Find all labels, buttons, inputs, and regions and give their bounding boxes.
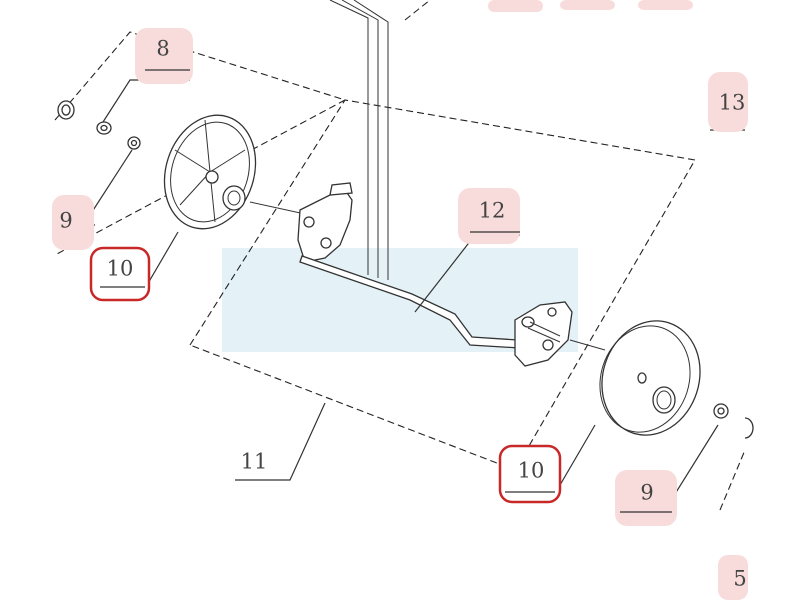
washer-part-9-left [127, 136, 141, 150]
callout-label-11: 11 [241, 450, 268, 474]
callout-label-8: 8 [156, 37, 169, 61]
assembly-outline-top [404, 0, 431, 21]
nut-part-right [744, 417, 754, 439]
callout-label-12: 12 [479, 199, 506, 223]
nut-part-left [57, 100, 75, 120]
frame-rails [329, 0, 389, 280]
wheel-part-10-left [163, 114, 257, 230]
axle-part-12 [249, 182, 606, 367]
assembly-outline-11 [189, 99, 696, 471]
callout-label-10-right: 10 [518, 459, 545, 483]
highlight-box-10-right[interactable] [498, 444, 562, 504]
callout-underlines [100, 69, 672, 513]
assembly-outline-right [719, 449, 746, 511]
callout-label-9-left: 9 [59, 209, 72, 233]
washer-part-8 [96, 121, 112, 135]
wheel-part-10-right [599, 320, 701, 436]
callout-label-5: 5 [733, 567, 746, 591]
callout-label-13: 13 [719, 91, 746, 115]
washer-part-9-right [713, 403, 729, 419]
callout-label-10-left: 10 [107, 257, 134, 281]
callout-label-9-right: 9 [640, 481, 653, 505]
assembly-outline-left [54, 31, 347, 256]
